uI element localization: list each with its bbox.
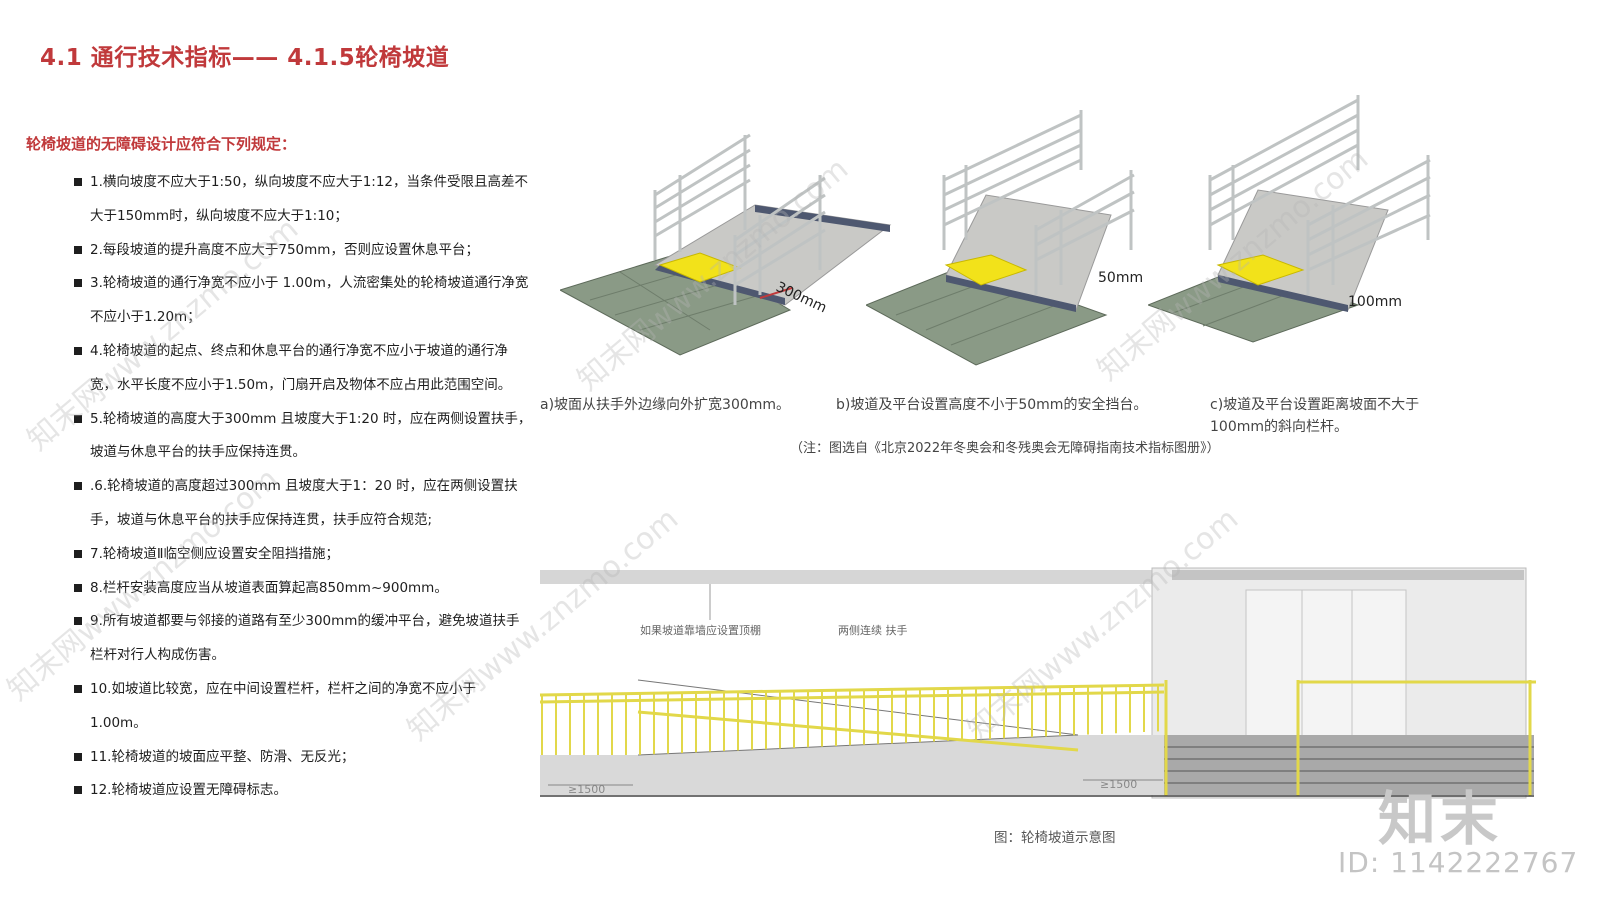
list-item: 1.横向坡度不应大于1:50，纵向坡度不应大于1:12，当条件受限且高差不大于1… [72,166,532,234]
list-item: 12.轮椅坡道应设置无障碍标志。 [72,774,532,808]
handrail-label: 两侧连续 扶手 [838,623,908,637]
canopy-label: 如果坡道靠墙应设置顶棚 [640,623,761,637]
dimension-label-right: ≥1500 [1100,778,1137,791]
ramp-figure-b: 50mm [866,110,1143,366]
elevation-caption: 图：轮椅坡道示意图 [994,830,1116,846]
rules-list: 1.横向坡度不应大于1:50，纵向坡度不应大于1:12，当条件受限且高差不大于1… [72,166,532,808]
list-item: 11.轮椅坡道的坡面应平整、防滑、无反光； [72,741,532,775]
list-item: 2.每段坡道的提升高度不应大于750mm，否则应设置休息平台； [72,234,532,268]
list-item: 7.轮椅坡道Ⅱ临空侧应设置安全阻挡措施； [72,538,532,572]
image-id: ID: 1142222767 [1338,846,1579,879]
dimension-label-left: ≥1500 [568,783,605,796]
list-item: 10.如坡道比较宽，应在中间设置栏杆，栏杆之间的净宽不应小于1.00m。 [72,673,532,741]
dimension-label-b: 50mm [1098,270,1143,286]
ramp-figure-a: 300mm [560,133,892,356]
figure-caption-a: a)坡面从扶手外边缘向外扩宽300mm。 [540,397,791,413]
list-item: 3.轮椅坡道的通行净宽不应小于 1.00m，人流密集处的轮椅坡道通行净宽不应小于… [72,267,532,335]
figure-caption-c: c)坡道及平台设置距离坡面不大于100mm的斜向栏杆。 [1210,397,1420,435]
page-title: 4.1 通行技术指标—— 4.1.5轮椅坡道 [40,45,450,71]
section-subtitle: 轮椅坡道的无障碍设计应符合下列规定： [26,135,297,153]
ramp-elevation-drawing: 如果坡道靠墙应设置顶棚 两侧连续 扶手 ≥1500 ≥1500 [539,567,1536,799]
figure-caption-b: b)坡道及平台设置高度不小于50mm的安全挡台。 [836,397,1148,413]
dimension-label-c: 100mm [1348,294,1402,310]
list-item: 8.栏杆安装高度应当从坡道表面算起高850mm~900mm。 [72,572,532,606]
ramp-figure-c: 100mm [1148,95,1431,343]
source-note: （注：图选自《北京2022年冬奥会和冬残奥会无障碍指南技术指标图册》） [790,441,1220,456]
list-item: 9.所有坡道都要与邻接的道路有至少300mm的缓冲平台，避免坡道扶手栏杆对行人构… [72,605,532,673]
list-item: 5.轮椅坡道的高度大于300mm 且坡度大于1:20 时，应在两侧设置扶手，坡道… [72,403,532,471]
brand-logo: 知末 [1378,785,1503,853]
list-item: 4.轮椅坡道的起点、终点和休息平台的通行净宽不应小于坡道的通行净宽，水平长度不应… [72,335,532,403]
list-item: .6.轮椅坡道的高度超过300mm 且坡度大于1：20 时，应在两侧设置扶手，坡… [72,470,532,538]
